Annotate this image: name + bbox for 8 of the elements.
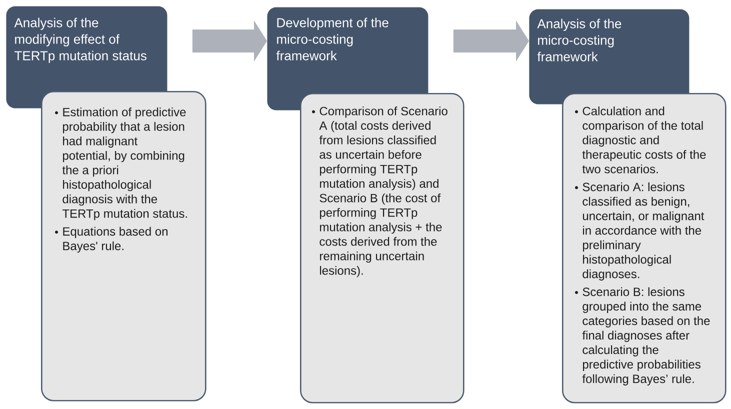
list-item: Estimation of predictive probability that a lesion had malignant potential, by combining the a priori histopathological diagnosis with the TERTp mutation status. (62, 108, 187, 220)
list-item: Equations based on Bayes' rule. (63, 226, 168, 253)
block-arrow (453, 20, 529, 62)
block-arrow (192, 20, 267, 62)
list-item: Scenario B: lesions grouped into the same categories based on the final diagnoses after calculating the predictive probabilities following Bayes’ rule. (582, 287, 710, 386)
list-item: Scenario A: lesions classified as benign, uncertain, or malignant in accordance with the preliminary histopathological diagnoses. (582, 182, 704, 281)
heading-box: Analysis of the micro-costing framework (529, 9, 690, 104)
list-item: Calculation and comparison of the total diagnostic and therapeutic costs of the two scenarios. (582, 106, 706, 174)
